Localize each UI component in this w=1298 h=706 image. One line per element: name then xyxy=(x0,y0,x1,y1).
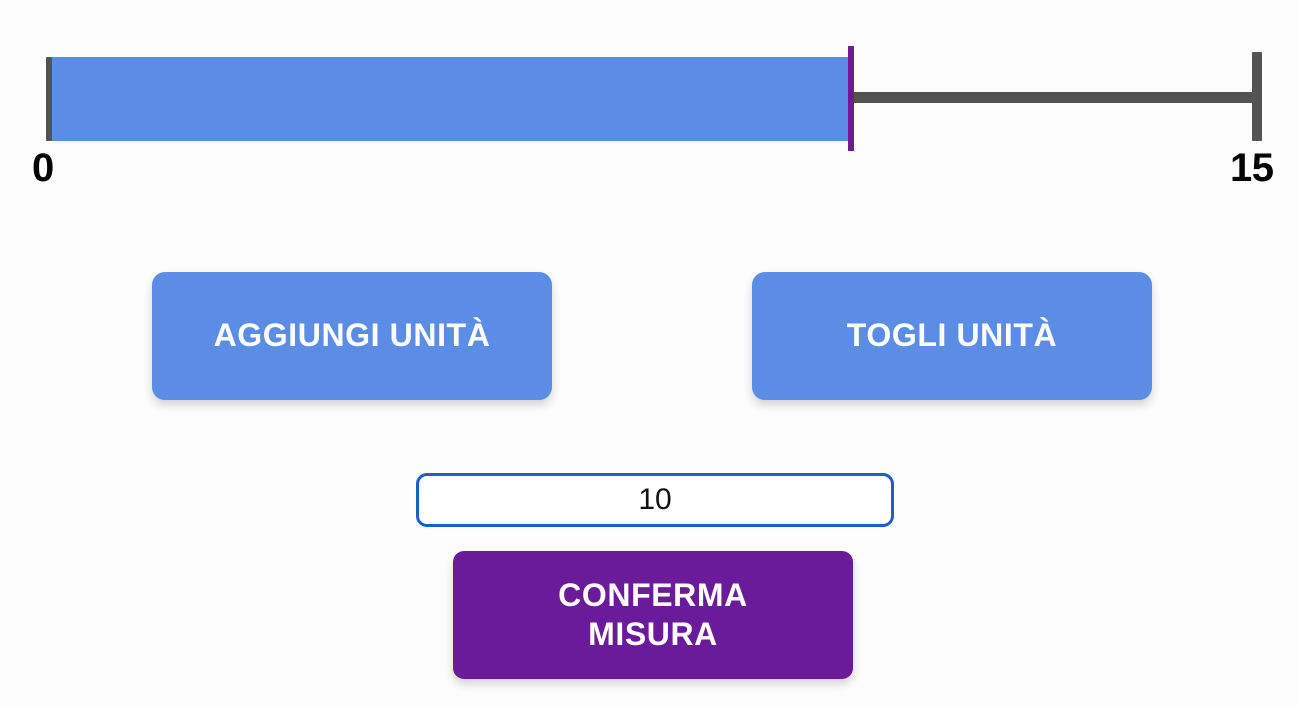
slider-max-label: 15 xyxy=(1230,146,1274,190)
slider-max-endcap xyxy=(1252,52,1262,141)
remove-unit-button[interactable]: TOGLI UNITÀ xyxy=(752,272,1152,400)
slider-min-label: 0 xyxy=(32,146,54,190)
slider-min-endcap xyxy=(46,57,52,141)
confirm-button-line-1: CONFERMA xyxy=(558,576,748,613)
confirm-button-line-2: MISURA xyxy=(588,616,718,652)
slider-value-marker[interactable] xyxy=(848,46,854,151)
confirm-measure-button[interactable]: CONFERMA MISURA xyxy=(453,551,853,679)
slider-remaining-track xyxy=(854,92,1256,103)
measure-value-input[interactable] xyxy=(416,473,894,527)
slider-fill-bar xyxy=(52,57,851,141)
measurement-slider[interactable]: 0 15 xyxy=(0,0,1298,200)
add-unit-button[interactable]: AGGIUNGI UNITÀ xyxy=(152,272,552,400)
